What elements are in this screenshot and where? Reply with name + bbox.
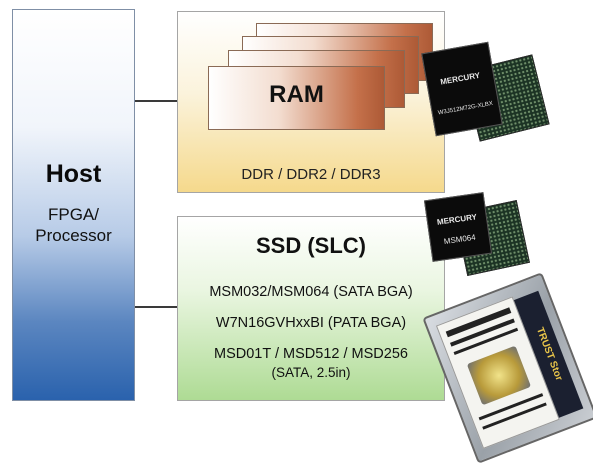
- ssd-block: SSD (SLC) MSM032/MSM064 (SATA BGA) W7N16…: [177, 216, 445, 401]
- hologram-seal: [466, 345, 532, 406]
- ram-chip-marking: W3J512M72G-XLBX: [437, 100, 494, 117]
- ssd-title: SSD (SLC): [256, 233, 366, 258]
- ssd-part-line: MSM032/MSM064 (SATA BGA): [209, 284, 413, 300]
- host-block: Host FPGA/ Processor: [12, 9, 135, 401]
- ram-label: RAM: [269, 81, 324, 108]
- ram-types: DDR / DDR2 / DDR3: [241, 166, 381, 183]
- ssd-chip-image: MERCURY MSM064: [423, 192, 493, 262]
- ssd-part-line: MSD01T / MSD512 / MSD256: [214, 346, 408, 362]
- ssd-chip-marking: MSM064: [443, 232, 477, 247]
- host-ssd-connector: [135, 306, 177, 308]
- ssd-part-line: (SATA, 2.5in): [271, 365, 351, 380]
- ram-card-front: RAM: [208, 66, 385, 130]
- ram-block: RAM DDR / DDR2 / DDR3: [177, 11, 445, 193]
- ram-chip-brand: MERCURY: [439, 70, 481, 87]
- host-subtitle-line: Processor: [35, 226, 112, 245]
- host-title: Host: [45, 160, 102, 188]
- ssd-part-line: W7N16GVHxxBI (PATA BGA): [215, 315, 407, 331]
- ssd-chip-brand: MERCURY: [436, 212, 478, 227]
- ssd-drive-image: TRUST Stor: [422, 272, 593, 464]
- ram-chip-image: MERCURY W3J512M72G-XLBX: [421, 41, 503, 137]
- host-ram-connector: [135, 100, 205, 102]
- host-subtitle-line: FPGA/: [47, 205, 99, 224]
- host-subtitle: FPGA/ Processor: [13, 204, 134, 246]
